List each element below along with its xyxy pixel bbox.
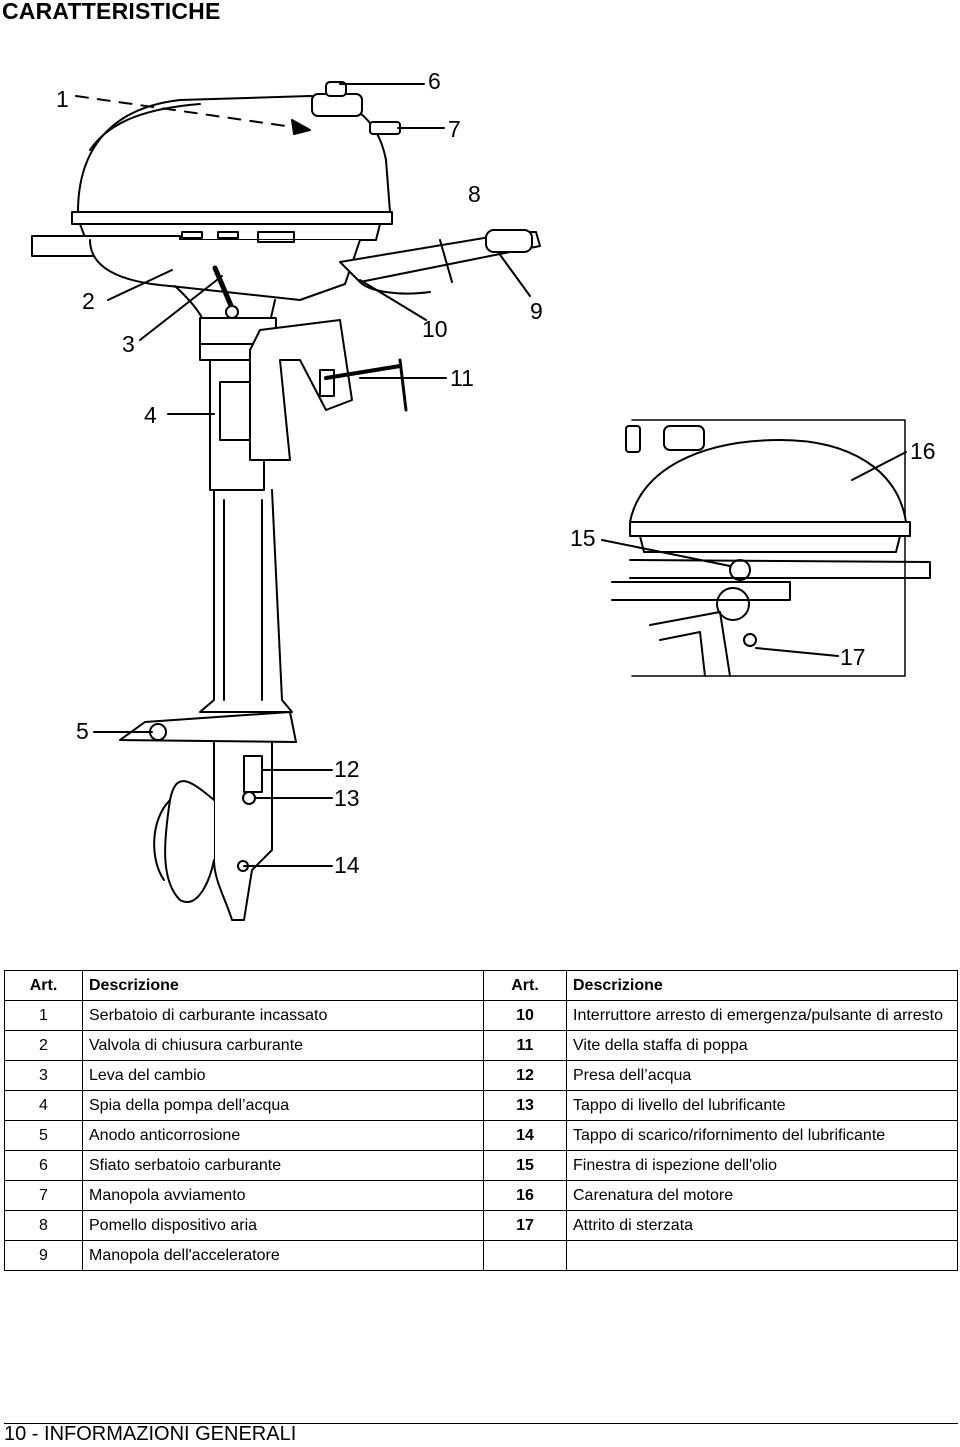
table-row: 7 Manopola avviamento 16 Carenatura del … (4, 1180, 958, 1211)
row-4-art-right: 13 (483, 1090, 567, 1121)
row-8-desc-left: Pomello dispositivo aria (82, 1210, 484, 1241)
callout-9: 9 (530, 298, 543, 324)
row-5-desc-right: Tappo di scarico/rifornimento del lubrif… (566, 1120, 958, 1151)
table-row: 1 Serbatoio di carburante incassato 10 I… (4, 1000, 958, 1031)
row-3-art-right: 12 (483, 1060, 567, 1091)
outboard-motor-illustration (31, 81, 931, 921)
table-row: 3 Leva del cambio 12 Presa dell’acqua (4, 1060, 958, 1091)
row-2-desc-right: Vite della staffa di poppa (566, 1030, 958, 1061)
header-description-1: Descrizione (82, 970, 484, 1001)
row-2-art-right: 11 (483, 1030, 567, 1061)
row-7-art-left: 7 (4, 1180, 83, 1211)
table-header-row: Art. Descrizione Art. Descrizione (4, 970, 958, 1001)
callout-6: 6 (428, 68, 441, 94)
row-7-desc-left: Manopola avviamento (82, 1180, 484, 1211)
row-8-desc-right: Attrito di sterzata (566, 1210, 958, 1241)
row-1-art-right: 10 (483, 1000, 567, 1031)
table-row: 2 Valvola di chiusura carburante 11 Vite… (4, 1030, 958, 1061)
callout-1: 1 (56, 86, 69, 112)
row-5-desc-left: Anodo anticorrosione (82, 1120, 484, 1151)
row-1-art-left: 1 (4, 1000, 83, 1031)
table-row: 5 Anodo anticorrosione 14 Tappo di scari… (4, 1120, 958, 1151)
row-9-art-right (483, 1240, 567, 1271)
parts-legend-table: Art. Descrizione Art. Descrizione 1 Serb… (4, 970, 958, 1271)
callout-2: 2 (82, 288, 95, 314)
row-5-art-right: 14 (483, 1120, 567, 1151)
callout-17: 17 (840, 644, 866, 670)
row-1-desc-right: Interruttore arresto di emergenza/pulsan… (566, 1000, 958, 1031)
page-title: CARATTERISTICHE (2, 0, 221, 24)
callout-4: 4 (144, 402, 157, 428)
row-6-desc-left: Sfiato serbatoio carburante (82, 1150, 484, 1181)
callout-14: 14 (334, 852, 360, 878)
table-row: 4 Spia della pompa dell’acqua 13 Tappo d… (4, 1090, 958, 1121)
table-row: 8 Pomello dispositivo aria 17 Attrito di… (4, 1210, 958, 1241)
callout-12: 12 (334, 756, 360, 782)
row-3-desc-right: Presa dell’acqua (566, 1060, 958, 1091)
row-3-art-left: 3 (4, 1060, 83, 1091)
footer-divider (4, 1423, 958, 1424)
callout-15: 15 (570, 525, 596, 551)
row-4-art-left: 4 (4, 1090, 83, 1121)
header-art-2: Art. (483, 970, 567, 1001)
row-7-desc-right: Carenatura del motore (566, 1180, 958, 1211)
callout-10: 10 (422, 316, 448, 342)
callout-11: 11 (450, 365, 474, 391)
table-row: 9 Manopola dell'acceleratore (4, 1240, 958, 1271)
table-row: 6 Sfiato serbatoio carburante 15 Finestr… (4, 1150, 958, 1181)
leader-lines (75, 83, 907, 867)
row-4-desc-right: Tappo di livello del lubrificante (566, 1090, 958, 1121)
header-art-1: Art. (4, 970, 83, 1001)
engine-cover-drawing (71, 81, 401, 241)
callout-5: 5 (76, 718, 89, 744)
inset-cowling-drawing (611, 419, 931, 677)
row-1-desc-left: Serbatoio di carburante incassato (82, 1000, 484, 1031)
row-6-desc-right: Finestra di ispezione dell'olio (566, 1150, 958, 1181)
callout-13: 13 (334, 785, 360, 811)
callout-16: 16 (910, 438, 936, 464)
callout-3: 3 (122, 331, 135, 357)
header-description-2: Descrizione (566, 970, 958, 1001)
row-3-desc-left: Leva del cambio (82, 1060, 484, 1091)
row-2-art-left: 2 (4, 1030, 83, 1061)
row-5-art-left: 5 (4, 1120, 83, 1151)
row-9-desc-right (566, 1240, 958, 1271)
row-6-art-right: 15 (483, 1150, 567, 1181)
row-7-art-right: 16 (483, 1180, 567, 1211)
row-6-art-left: 6 (4, 1150, 83, 1181)
row-9-art-left: 9 (4, 1240, 83, 1271)
callout-7: 7 (448, 116, 461, 142)
row-8-art-right: 17 (483, 1210, 567, 1241)
row-2-desc-left: Valvola di chiusura carburante (82, 1030, 484, 1061)
row-8-art-left: 8 (4, 1210, 83, 1241)
callout-8: 8 (468, 181, 481, 207)
row-4-desc-left: Spia della pompa dell’acqua (82, 1090, 484, 1121)
page-footer: 10 - INFORMAZIONI GENERALI (4, 1423, 297, 1445)
row-9-desc-left: Manopola dell'acceleratore (82, 1240, 484, 1271)
